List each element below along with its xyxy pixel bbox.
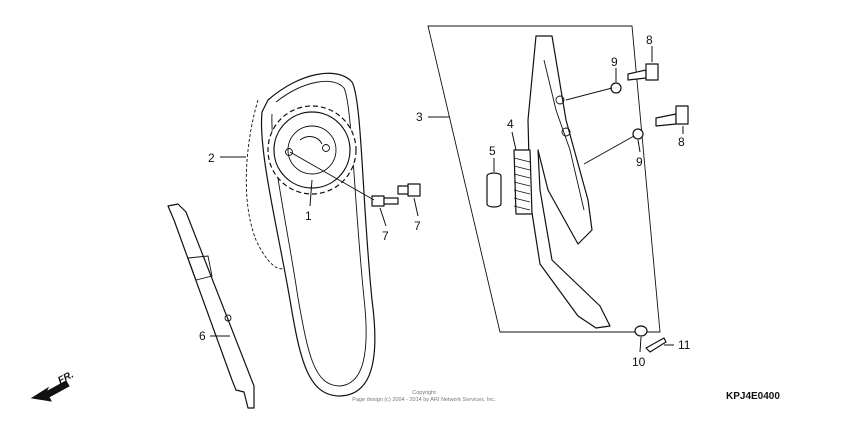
- leader-4: [511, 131, 517, 151]
- washer-9a[interactable]: [610, 82, 622, 94]
- callout-9b: 9: [636, 155, 643, 169]
- leader-10: [639, 336, 642, 353]
- cam-sprocket[interactable]: [267, 105, 357, 195]
- bolt-8b[interactable]: [655, 105, 689, 127]
- front-direction-arrow-icon: [30, 380, 70, 402]
- leader-sprocket-bolt: [289, 151, 375, 201]
- callout-8a: 8: [646, 33, 653, 47]
- collar[interactable]: [486, 172, 502, 208]
- copyright-line-1: Copyright: [412, 390, 436, 396]
- leader-7b: [413, 197, 419, 217]
- leader-arm-washer: [583, 135, 635, 165]
- callout-9a: 9: [611, 55, 618, 69]
- leader-1: [309, 179, 313, 207]
- diagram-code: KPJ4E0400: [726, 391, 780, 402]
- chain-guide[interactable]: [167, 203, 255, 409]
- tensioner-spring[interactable]: [513, 149, 533, 215]
- copyright-line-2: Page design (c) 2004 - 2014 by ARI Netwo…: [352, 397, 496, 403]
- leader-7a: [379, 207, 387, 227]
- bolt-8a[interactable]: [627, 63, 659, 81]
- leader-9b: [637, 139, 641, 153]
- callout-5: 5: [489, 144, 496, 158]
- callout-2: 2: [208, 151, 215, 165]
- clip-11[interactable]: [645, 337, 667, 353]
- callout-4: 4: [507, 117, 514, 131]
- callout-11: 11: [678, 338, 691, 352]
- callout-3: 3: [416, 110, 423, 124]
- callout-6: 6: [199, 329, 206, 343]
- callout-1: 1: [305, 209, 312, 223]
- direction-label: FR.: [56, 369, 75, 386]
- callout-10: 10: [632, 355, 646, 369]
- tensioner-group-outline: [427, 25, 661, 333]
- bolt-7b[interactable]: [397, 183, 421, 197]
- bolt-7a[interactable]: [371, 195, 399, 207]
- callout-7b: 7: [414, 219, 421, 233]
- washer-9b[interactable]: [632, 128, 644, 140]
- callout-7a: 7: [382, 229, 389, 243]
- washer-10[interactable]: [634, 325, 648, 337]
- leader-arm-bolt: [565, 87, 613, 101]
- tensioner-arm[interactable]: [527, 35, 611, 329]
- callout-8b: 8: [678, 135, 685, 149]
